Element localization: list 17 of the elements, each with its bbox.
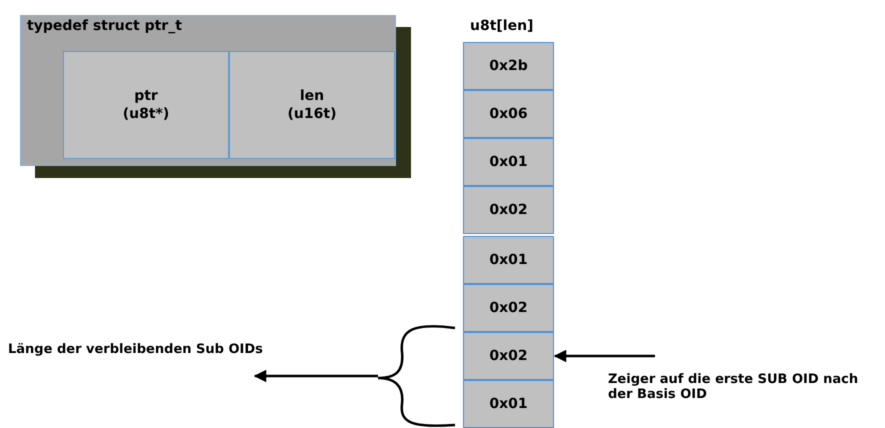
annotation-text: Zeiger auf die erste SUB OID nach der Basis OID	[608, 356, 883, 422]
struct-field-box: len (u16t)	[229, 51, 395, 159]
arrow	[254, 370, 378, 382]
struct-title: typedef struct ptr_t	[27, 18, 182, 34]
array-cell: 0x02	[463, 332, 554, 380]
array-cell: 0x02	[463, 186, 554, 234]
array-cell: 0x2b	[463, 42, 554, 90]
array-heading: u8t[len]	[470, 18, 534, 34]
arrow	[554, 350, 655, 362]
array-cell: 0x02	[463, 284, 554, 332]
array-cell: 0x01	[463, 138, 554, 186]
array-cell: 0x01	[463, 380, 554, 428]
array-cell: 0x06	[463, 90, 554, 138]
array-cell: 0x01	[463, 236, 554, 284]
struct-field-box: ptr (u8t*)	[63, 51, 229, 159]
curly-brace	[376, 325, 456, 427]
annotation-text: Länge der verbleibenden Sub OIDs	[8, 342, 368, 378]
